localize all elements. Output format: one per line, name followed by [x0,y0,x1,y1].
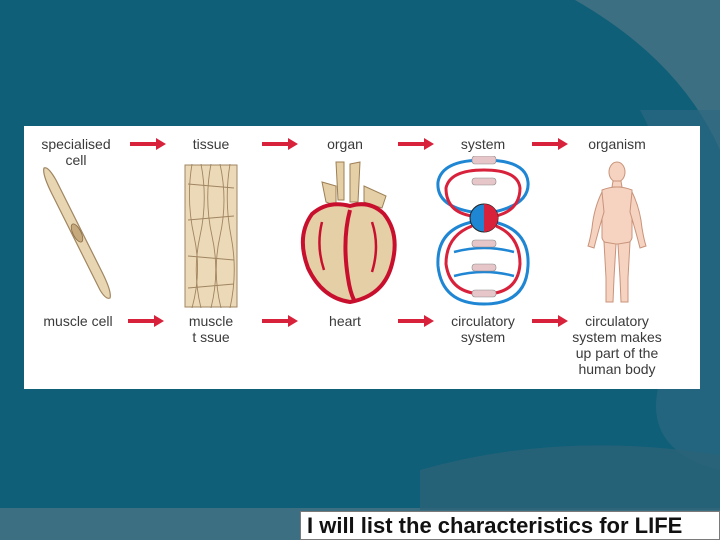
slide-caption: I will list the characteristics for LIFE [300,511,720,540]
arrow-icon [130,138,166,150]
label-circulatory-human-body: circulatory system makes up part of the … [572,313,662,377]
arrow-icon [262,138,298,150]
label-muscle-cell: muscle cell [43,313,113,329]
arrow-icon [398,138,434,150]
muscle-tissue-icon [184,164,238,308]
circulatory-system-icon [436,156,530,306]
label-system: system [460,136,506,152]
arrow-icon [532,138,568,150]
corner-accent-top [575,0,720,150]
bottom-swoosh [420,445,720,510]
label-specialised-cell: specialised cell [41,136,111,168]
label-organ: organ [327,136,363,152]
arrow-icon [128,315,164,327]
human-body-icon [587,161,647,303]
label-heart: heart [329,313,361,329]
label-muscle-tissue: muscle t ssue [188,313,234,345]
arrow-icon [398,315,434,327]
diagram-panel: specialised cell tissue organ system org… [24,126,700,389]
label-organism: organism [588,136,646,152]
label-tissue: tissue [192,136,230,152]
muscle-cell-icon [43,167,111,299]
label-circulatory-system: circulatory system [451,313,515,345]
heart-icon [300,161,397,305]
arrow-icon [532,315,568,327]
arrow-icon [262,315,298,327]
